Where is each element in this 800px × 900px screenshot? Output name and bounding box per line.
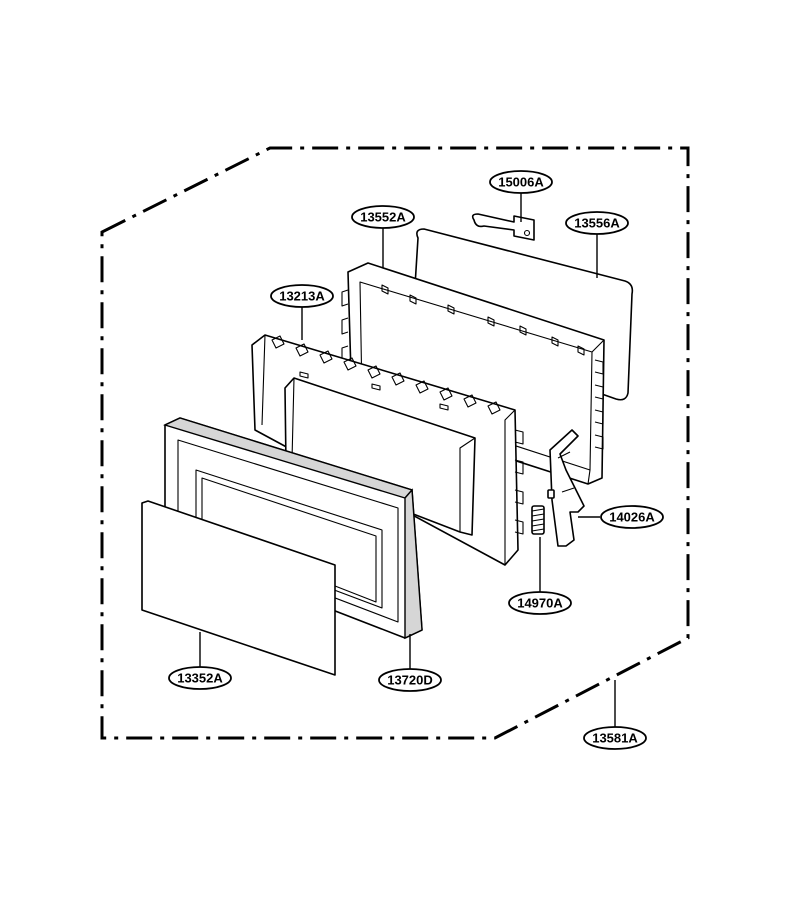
callout-13213a: 13213A — [270, 284, 334, 308]
callout-13556a: 13556A — [565, 211, 629, 235]
callout-label: 15006A — [498, 175, 544, 190]
callout-13581a: 13581A — [583, 726, 647, 750]
assembly-boundary — [100, 146, 690, 740]
callout-13720d: 13720D — [378, 668, 442, 692]
callout-label: 13552A — [360, 210, 406, 225]
door-choke-cover — [163, 417, 423, 640]
callout-label: 14970A — [517, 596, 563, 611]
callout-label: 13581A — [592, 731, 638, 746]
callout-15006a: 15006A — [489, 170, 553, 194]
latch-hook — [549, 429, 585, 547]
callout-label: 13556A — [574, 216, 620, 231]
leader-lines — [199, 192, 616, 727]
callout-13552a: 13552A — [351, 205, 415, 229]
callout-label: 13213A — [279, 289, 325, 304]
door-frame — [251, 334, 524, 566]
small-bracket — [471, 213, 535, 241]
callout-label: 14026A — [609, 510, 655, 525]
callout-13352a: 13352A — [168, 666, 232, 690]
callout-label: 13352A — [177, 671, 223, 686]
front-glass — [141, 500, 336, 676]
callout-label: 13720D — [387, 673, 433, 688]
callout-14970a: 14970A — [508, 591, 572, 615]
callout-14026a: 14026A — [600, 505, 664, 529]
spring — [531, 489, 555, 535]
